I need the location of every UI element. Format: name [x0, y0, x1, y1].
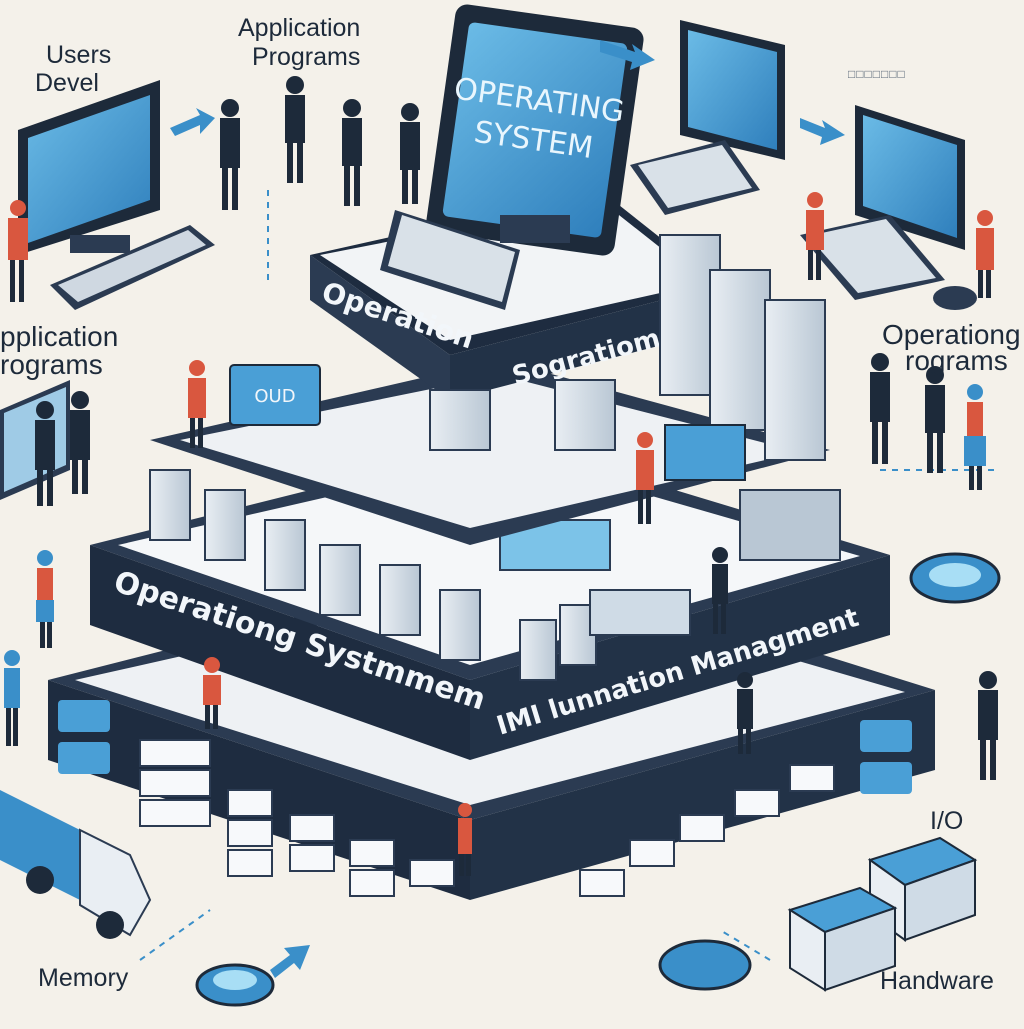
person-icon	[188, 360, 206, 448]
os-monitor-screen	[442, 22, 628, 238]
label-programs-right: rograms	[905, 345, 1008, 376]
label-memory: Memory	[38, 964, 129, 992]
person-icon	[978, 671, 998, 780]
person-icon	[203, 657, 221, 729]
cpu-chips	[195, 552, 1001, 1007]
label-devel: Devel	[35, 69, 99, 97]
person-icon	[342, 99, 362, 206]
person-icon	[285, 76, 305, 183]
memory-module-icon	[58, 742, 110, 774]
os-monitor: OPERATING SYSTEM	[380, 4, 644, 310]
storage-box-label: OUD	[254, 386, 295, 407]
person-icon	[976, 210, 994, 298]
people	[4, 76, 998, 876]
io-module-icon	[860, 762, 912, 794]
person-icon	[8, 200, 28, 302]
person-icon	[925, 366, 945, 473]
person-icon	[36, 550, 54, 648]
person-icon	[712, 547, 728, 634]
person-icon	[458, 803, 472, 876]
memory-module-icon	[58, 700, 110, 732]
person-icon	[806, 192, 824, 280]
arrow-icon	[170, 108, 215, 136]
label-operating-right: Operationg	[882, 319, 1021, 350]
label-users: Users	[46, 41, 112, 69]
arrow-icon	[270, 945, 310, 978]
person-icon	[35, 401, 55, 506]
arrow-icon	[800, 118, 845, 145]
server-block-icon	[739, 489, 841, 561]
truck-icon	[0, 790, 152, 939]
person-icon	[400, 103, 420, 204]
drive-icon	[139, 739, 211, 767]
person-icon	[737, 672, 753, 754]
person-icon	[220, 99, 240, 210]
person-icon	[964, 384, 986, 490]
io-stacks	[787, 836, 978, 992]
label-io: I/O	[930, 807, 964, 835]
storage-box-icon	[229, 364, 321, 426]
person-icon	[870, 353, 890, 464]
io-module-icon	[860, 720, 912, 752]
caption-top-right: □□□□□□□	[848, 67, 906, 81]
label-programs-top: Programs	[252, 43, 361, 71]
top-band	[310, 255, 450, 400]
cpu-chip-icon	[658, 939, 752, 991]
label-application-top: Application	[238, 14, 361, 42]
person-icon	[636, 432, 654, 524]
label-hardware: Handware	[880, 967, 994, 995]
right-workstations	[630, 20, 977, 310]
arrow-icon	[600, 40, 655, 70]
left-workstation	[18, 80, 215, 310]
flow-arrows	[170, 40, 845, 978]
storage-box-icon	[664, 424, 746, 481]
person-icon	[70, 391, 90, 494]
label-programs-left: rograms	[0, 349, 103, 380]
person-icon	[4, 650, 20, 746]
label-application-left: pplication	[0, 321, 119, 352]
middle-band-right	[470, 555, 890, 760]
middle-band	[90, 545, 470, 760]
